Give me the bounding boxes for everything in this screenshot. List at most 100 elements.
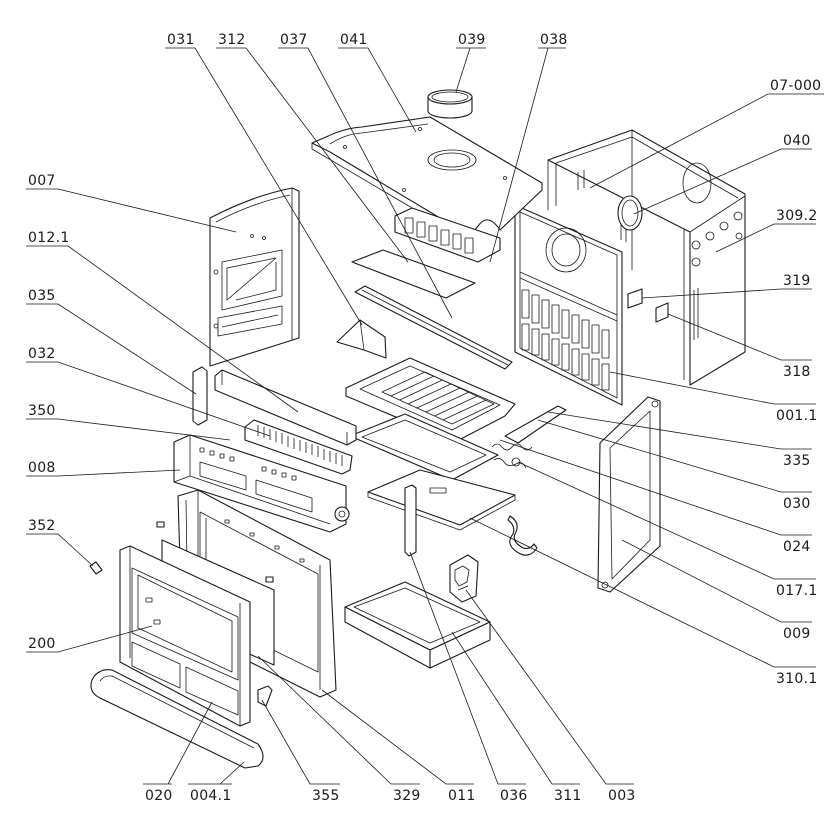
- hinge-pin: [601, 581, 609, 589]
- leader-line: [469, 517, 816, 668]
- part-label-007: 007: [28, 173, 56, 189]
- leader-line: [261, 699, 340, 785]
- part-label-032: 032: [28, 346, 56, 362]
- part-label-039: 039: [458, 32, 486, 48]
- chain-ring: [511, 457, 521, 467]
- frame-knob: [334, 506, 350, 522]
- strip-edge: [221, 370, 348, 445]
- leader-line: [26, 469, 181, 477]
- ash-pan-inner: [353, 587, 481, 644]
- part-label-031: 031: [167, 32, 195, 48]
- part-311-ash-pan: [344, 581, 491, 669]
- part-003-bracket: [449, 554, 479, 603]
- side-panel-window-inner: [226, 257, 277, 301]
- grate-bars-frame: [381, 371, 495, 425]
- part-label-009: 009: [783, 626, 811, 642]
- part-001-1-front-panel: [514, 204, 623, 406]
- side-hole: [705, 231, 715, 241]
- fixing-hole: [250, 234, 254, 238]
- leader-line: [633, 148, 812, 215]
- panel-opening-inner: [551, 233, 581, 267]
- part-label-011: 011: [448, 788, 476, 804]
- collar-top-inner: [431, 91, 469, 103]
- part-label-038: 038: [540, 32, 568, 48]
- hook-part: [507, 515, 538, 556]
- leader-line: [455, 47, 486, 93]
- leader-line: [321, 689, 474, 785]
- part-label-012-1: 012.1: [28, 230, 70, 246]
- rear-body-slots: [577, 170, 627, 242]
- part-label-311: 311: [554, 788, 582, 804]
- fixing-hole: [213, 323, 219, 329]
- fixing-hole: [343, 145, 347, 149]
- part-label-035: 035: [28, 288, 56, 304]
- door-lower-panel: [131, 641, 181, 689]
- part-031-deflector: [336, 319, 387, 359]
- part-label-020: 020: [145, 788, 173, 804]
- part-038-baffle: [394, 207, 501, 263]
- part-label-310-1: 310.1: [776, 671, 818, 687]
- leader-line: [409, 551, 526, 785]
- bracket-outline: [449, 554, 479, 603]
- grille-bars: [257, 425, 343, 466]
- part-labels: 031 312 037 041 039 038 07-000 040 309.2…: [28, 32, 821, 804]
- side-hole: [719, 221, 729, 231]
- door-frame-holes: [224, 519, 305, 563]
- part-335-deflector-plate: [504, 405, 567, 444]
- leader-line: [188, 761, 245, 785]
- front-panel-border: [519, 211, 618, 399]
- door-lower-panel: [185, 666, 239, 716]
- part-label-309-2: 309.2: [776, 208, 818, 224]
- frame-opening: [255, 479, 313, 513]
- door-clip: [153, 619, 161, 625]
- frame-vents: [199, 447, 297, 481]
- chain-links: [491, 443, 533, 469]
- leader-line: [143, 701, 213, 785]
- part-label-350: 350: [28, 403, 56, 419]
- side-panel-window: [221, 249, 283, 311]
- panel-opening: [545, 227, 587, 273]
- part-label-352: 352: [28, 518, 56, 534]
- leader-line: [621, 539, 812, 623]
- leader-line: [517, 461, 816, 580]
- baffle-outline: [394, 207, 501, 263]
- grille-outline: [244, 419, 353, 475]
- side-panel-outline: [597, 396, 661, 593]
- part-label-07-000: 07-000: [770, 78, 821, 94]
- leader-line: [489, 47, 566, 263]
- part-007-side-panel: [209, 187, 300, 367]
- tray-inner: [361, 419, 487, 473]
- part-312-plate: [351, 249, 476, 299]
- leader-line: [26, 418, 231, 441]
- leader-line: [26, 303, 197, 395]
- leader-line: [499, 439, 812, 536]
- flue-opening: [682, 162, 712, 204]
- side-hole: [691, 240, 701, 250]
- part-352-screw: [89, 561, 103, 575]
- part-label-008: 008: [28, 460, 56, 476]
- panel-band: [519, 271, 618, 322]
- side-slot: [693, 288, 699, 340]
- ash-pan-side: [429, 621, 491, 669]
- leader-line: [338, 47, 417, 133]
- side-panel-bar-inner: [221, 314, 279, 328]
- leader-line: [165, 47, 363, 326]
- grate-outline: [345, 357, 516, 443]
- fixing-hole: [418, 127, 422, 131]
- leader-line: [641, 288, 812, 299]
- leader-line: [26, 625, 153, 653]
- hinge-pin: [651, 400, 659, 408]
- base-plate-outline: [367, 469, 516, 526]
- side-panel-outline: [209, 187, 300, 367]
- part-041-top-plate: [311, 116, 543, 243]
- part-label-004-1: 004.1: [190, 788, 232, 804]
- part-label-001-1: 001.1: [776, 408, 818, 424]
- part-035-upright: [192, 366, 208, 426]
- part-label-024: 024: [783, 539, 811, 555]
- fixing-hole: [402, 188, 406, 192]
- leader-line: [26, 245, 299, 413]
- part-label-319: 319: [783, 273, 811, 289]
- part-040-ring: [617, 195, 643, 231]
- part-label-335: 335: [783, 453, 811, 469]
- part-label-041: 041: [340, 32, 368, 48]
